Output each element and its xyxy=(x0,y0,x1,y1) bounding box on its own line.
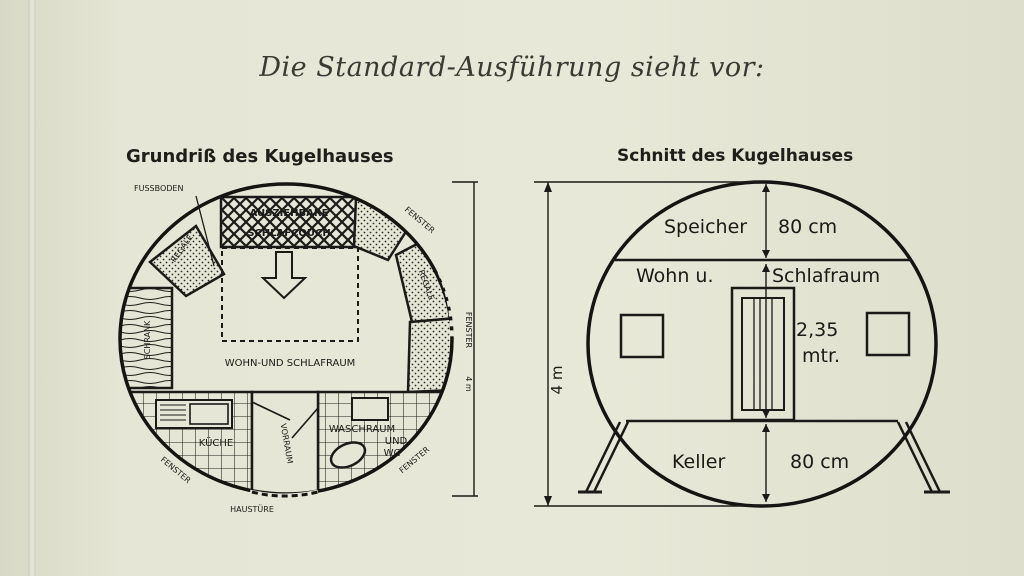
label-fussboden: FUSSBODEN xyxy=(134,184,183,193)
dim-line-total xyxy=(534,181,766,507)
label-dim-4m: 4 m xyxy=(464,376,473,392)
label-total-height: 4 m xyxy=(548,366,566,395)
page-heading: Die Standard-Ausführung sieht vor: xyxy=(259,52,765,83)
label-fenster-top: FENSTER xyxy=(403,205,437,235)
label-speicher: Speicher xyxy=(664,216,747,238)
label-schrank: SCHRANK xyxy=(143,320,152,359)
window-right xyxy=(437,271,455,340)
section-title: Schnitt des Kugelhauses xyxy=(617,146,854,166)
label-wohn: Wohn u. xyxy=(636,265,714,287)
floorplan-title: Grundriß des Kugelhauses xyxy=(126,146,394,167)
label-height-value: 2,35 xyxy=(796,319,838,341)
regale-left-shelves xyxy=(148,224,226,298)
leg-left xyxy=(584,421,630,493)
label-kueche: KÜCHE xyxy=(199,436,233,449)
label-schlafraum: Schlafraum xyxy=(772,265,880,287)
label-couch-2: SCHLAFCOUCH xyxy=(247,228,331,239)
leg-right xyxy=(896,421,942,493)
label-wohn-schlafraum: WOHN-UND SCHLAFRAUM xyxy=(225,358,356,369)
couch-extension xyxy=(221,247,359,342)
label-keller: Keller xyxy=(672,451,725,473)
schrank xyxy=(120,286,174,390)
label-speicher-height: 80 cm xyxy=(778,216,837,238)
vorraum-area xyxy=(250,390,320,494)
label-height-unit: mtr. xyxy=(802,345,840,367)
label-fenster-right: FENSTER xyxy=(464,312,473,349)
label-waschraum-2: UND xyxy=(385,436,408,447)
regale-right-lower xyxy=(406,316,452,394)
label-waschraum-1: WASCHRAUM xyxy=(329,424,395,435)
bathtub xyxy=(329,441,367,469)
extend-arrow xyxy=(260,251,308,300)
floorplan-diagram: FUSSBODEN AUSZIEHBARE SCHLAFCOUCH REGALE… xyxy=(118,181,478,514)
label-haustuere: HAUSTÜRE xyxy=(230,504,274,514)
label-waschraum-3: WC xyxy=(384,448,401,459)
label-keller-height: 80 cm xyxy=(790,451,849,473)
paper-fold xyxy=(28,0,36,576)
washbasin xyxy=(351,397,389,421)
section-outline xyxy=(586,180,938,508)
section-diagram: Speicher 80 cm Wohn u. Schlafraum 2,35 m… xyxy=(534,180,950,508)
window-left xyxy=(619,313,665,359)
schlafcouch xyxy=(219,195,359,249)
door xyxy=(730,286,796,422)
floorplan-dim-line xyxy=(452,181,478,497)
label-couch-1: AUSZIEHBARE xyxy=(250,208,329,219)
window-right xyxy=(865,311,911,357)
